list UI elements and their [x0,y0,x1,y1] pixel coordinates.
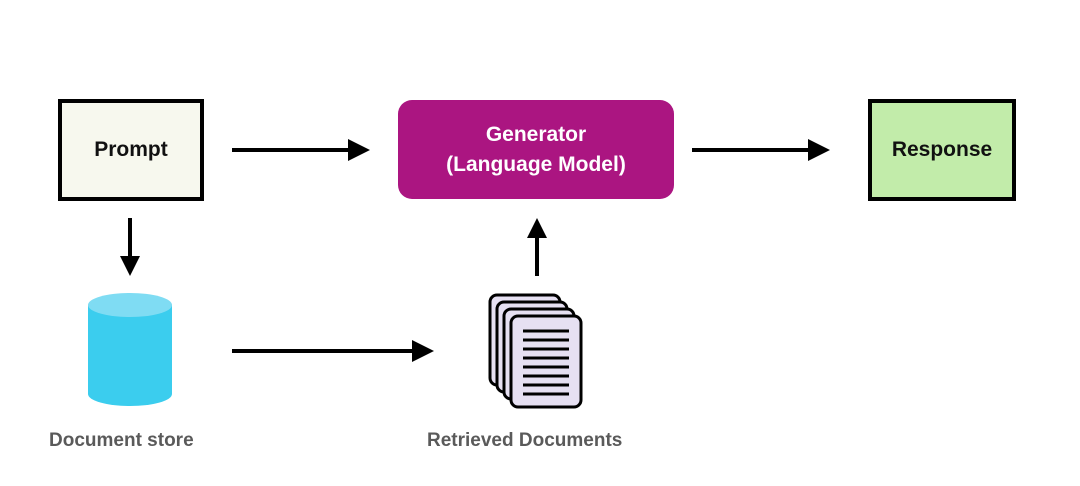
generator-subtitle: (Language Model) [446,152,626,176]
arrow-prompt-to-generator [232,139,370,161]
document-stack-icon [488,293,583,409]
arrow-prompt-to-store [120,218,140,276]
generator-node: Generator (Language Model) [398,100,674,199]
prompt-label: Prompt [94,138,168,161]
arrow-documents-to-generator [527,218,547,276]
arrow-generator-to-response [692,139,830,161]
database-cylinder-icon [88,293,172,406]
generator-title: Generator [485,122,587,146]
retrieved-documents-caption: Retrieved Documents [427,430,623,451]
response-node: Response [868,99,1016,201]
prompt-node: Prompt [58,99,204,201]
response-label: Response [891,138,993,161]
document-store-caption: Document store [49,430,194,451]
arrow-store-to-documents [232,340,434,362]
